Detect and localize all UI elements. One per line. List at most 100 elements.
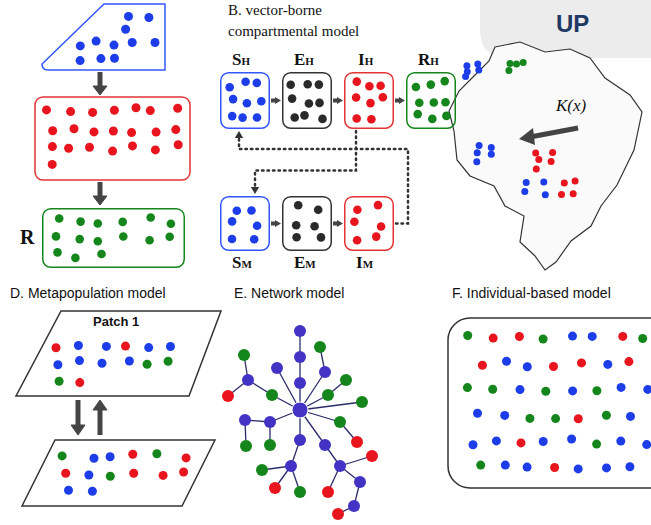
network-node <box>319 366 331 378</box>
dot <box>488 144 495 151</box>
dot <box>257 97 266 106</box>
individual-dot <box>463 383 472 392</box>
dot <box>352 114 361 123</box>
dot <box>474 149 481 156</box>
arrow-head <box>235 131 243 138</box>
network-node <box>334 416 346 428</box>
network-node <box>240 440 252 452</box>
compartment-box: RH <box>406 72 456 129</box>
dot <box>294 201 303 210</box>
dot <box>462 73 469 80</box>
individual-dot <box>588 332 597 341</box>
individual-dot <box>568 332 577 341</box>
dot <box>427 80 436 89</box>
network-node <box>264 439 276 451</box>
dot <box>66 107 75 116</box>
dot <box>542 191 549 198</box>
network-node <box>294 325 306 337</box>
dot <box>228 235 237 244</box>
dot <box>243 99 252 108</box>
dot <box>53 360 62 369</box>
box-fill <box>344 72 394 129</box>
dot <box>76 217 85 226</box>
individual-dot <box>473 409 482 418</box>
dot <box>90 454 99 463</box>
migration-arrows <box>71 400 107 435</box>
compartment-label: IH <box>358 51 373 70</box>
individual-dot <box>525 414 534 423</box>
dot <box>292 221 301 230</box>
dot <box>124 12 133 21</box>
individual-dot <box>517 438 526 447</box>
contact-network <box>222 325 378 520</box>
dot <box>127 128 136 137</box>
network-node <box>294 351 306 363</box>
dotted-transmission-line <box>255 131 356 188</box>
dot <box>440 77 449 86</box>
individual-dot <box>539 437 548 446</box>
dot <box>523 179 530 186</box>
dot <box>535 156 542 163</box>
dot <box>250 235 259 244</box>
compartment-label: RH <box>418 51 439 70</box>
dot <box>118 218 127 227</box>
individual-dot <box>500 411 509 420</box>
patch-box: Patch 1 <box>15 310 222 398</box>
box-fill <box>406 72 456 129</box>
dot <box>88 108 97 117</box>
individual-dot <box>625 462 634 471</box>
individual-dot <box>550 463 559 472</box>
box-outline <box>407 73 456 129</box>
individual-dot <box>574 414 583 423</box>
network-node <box>238 349 250 361</box>
dot <box>58 451 67 460</box>
dot <box>92 37 101 46</box>
dot <box>97 250 106 259</box>
dot <box>108 147 117 156</box>
dot <box>64 486 73 495</box>
individual-dot <box>516 385 525 394</box>
dot <box>121 342 130 351</box>
dot <box>376 82 385 91</box>
connector <box>235 131 408 224</box>
dot <box>174 140 183 149</box>
dot <box>145 236 154 245</box>
dot <box>300 111 309 120</box>
dot <box>144 343 153 352</box>
network-node <box>356 396 368 408</box>
dot <box>64 144 73 153</box>
dot <box>109 127 118 136</box>
individual-dots <box>463 331 651 473</box>
individual-dot <box>592 440 601 449</box>
box-fill <box>344 196 394 251</box>
individual-dot <box>523 362 532 371</box>
dot <box>110 41 119 50</box>
box-fill <box>282 72 332 129</box>
network-link <box>300 402 362 410</box>
network-node <box>351 436 363 448</box>
individual-dot <box>549 362 558 371</box>
dot <box>253 222 262 231</box>
dotted-transmission-line <box>239 137 408 224</box>
panel-title: E. Network model <box>234 285 344 301</box>
kernel-label: K(x) <box>556 96 586 116</box>
network-node <box>292 402 308 418</box>
individual-dot <box>568 386 577 395</box>
dot <box>146 106 155 115</box>
dot <box>179 468 188 477</box>
dot <box>90 127 99 136</box>
connector <box>395 97 405 104</box>
dot <box>119 232 128 241</box>
individual-dot <box>476 461 485 470</box>
dot <box>110 106 119 115</box>
dot <box>475 66 482 73</box>
susceptible-dots <box>76 12 160 65</box>
dot <box>146 213 155 222</box>
dot <box>143 360 152 369</box>
dot <box>288 94 297 103</box>
box-outline <box>283 73 332 129</box>
dot <box>48 126 57 135</box>
individual-dot <box>626 412 635 421</box>
